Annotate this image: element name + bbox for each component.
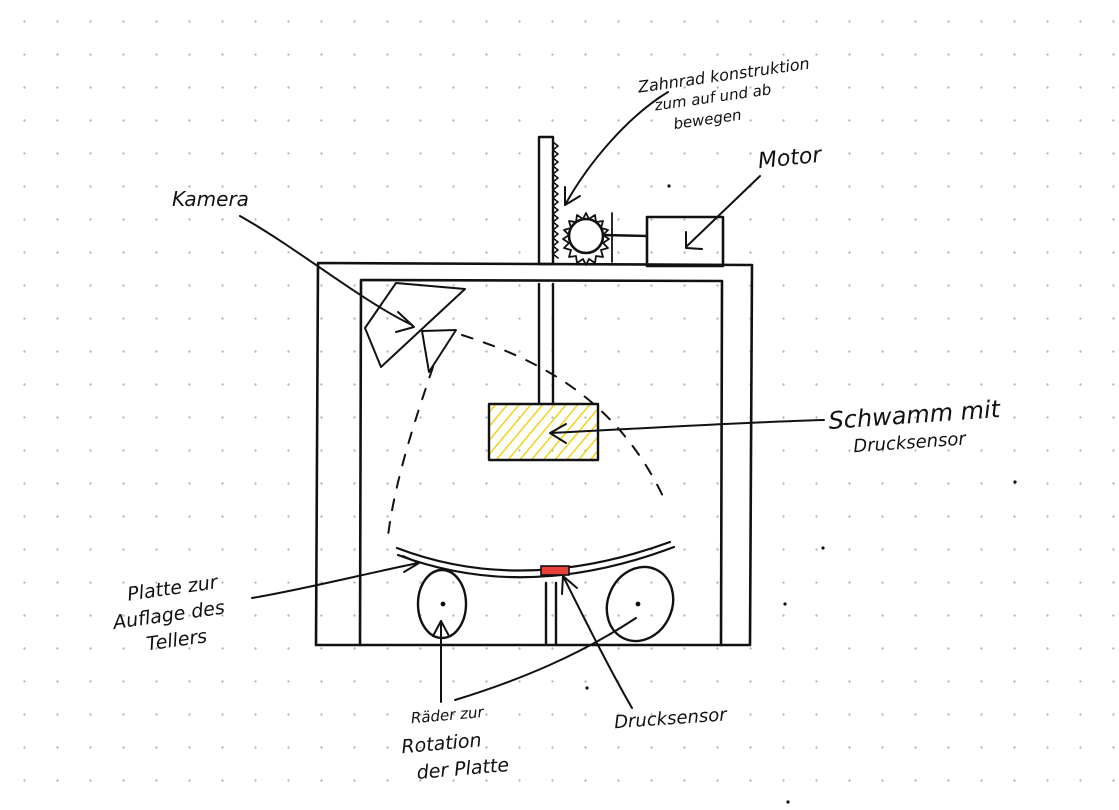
label-kamera: Kamera [172, 187, 249, 211]
arrow-motor [685, 175, 761, 250]
gear [562, 212, 610, 266]
arrow-kamera [239, 215, 415, 333]
label-schwamm: Schwamm mit Drucksensor [828, 395, 1003, 457]
camera [364, 282, 466, 373]
label-platte: Platte zur Auflage des Tellers [110, 571, 226, 655]
label-raeder-line1: Räder zur [410, 703, 485, 727]
label-raeder-line3: der Platte [416, 754, 510, 784]
label-platte-line3: Tellers [145, 625, 208, 655]
label-drucksensor: Drucksensor [613, 704, 728, 733]
pressure-sensor [540, 565, 570, 576]
label-motor: Motor [757, 143, 825, 175]
rack [537, 135, 559, 266]
camera-view-lines [387, 334, 668, 537]
label-raeder: Räder zur Rotation der Platte [400, 703, 510, 784]
arrow-zahnrad [564, 91, 669, 206]
motor-shaft [601, 212, 649, 263]
outer-frame [314, 261, 754, 647]
arrow-raeder [432, 617, 637, 703]
plate [395, 540, 676, 579]
sponge-rod [537, 282, 555, 406]
arrow-platte [251, 555, 420, 599]
wheel-right [605, 565, 675, 643]
sensor-post [544, 581, 558, 647]
label-schwamm-line2: Drucksensor [853, 428, 968, 457]
label-schwamm-line1: Schwamm mit [828, 395, 1003, 435]
stray-dots [585, 184, 1017, 804]
label-zahnrad: Zahnrad konstruktion zum auf und ab bewe… [636, 54, 811, 133]
arrow-schwamm [549, 419, 825, 444]
label-raeder-line2: Rotation [400, 729, 482, 758]
label-platte-line2: Auflage des [110, 596, 226, 634]
inner-frame [358, 278, 724, 647]
motor-box [645, 215, 725, 268]
arrow-drucksensor [561, 575, 633, 709]
